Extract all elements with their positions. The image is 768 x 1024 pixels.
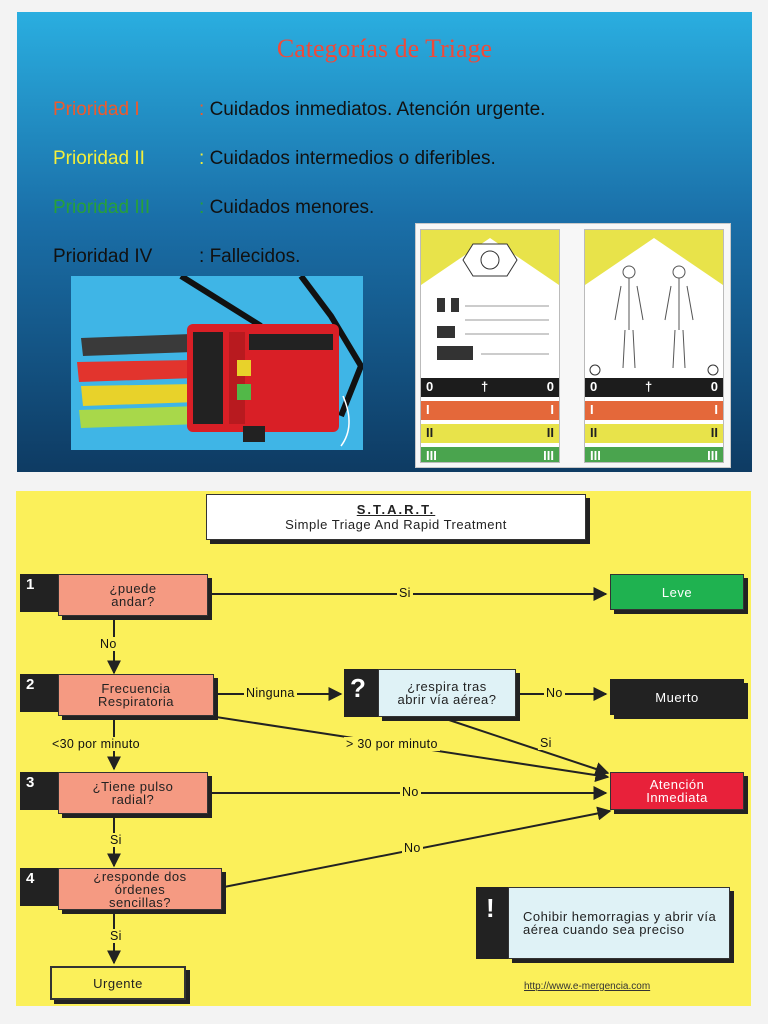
note-box: Cohibir hemorragias y abrir vía aérea cu… — [508, 887, 730, 959]
strip-left: III — [426, 448, 437, 463]
label-mas-30: > 30 por minuto — [344, 737, 440, 751]
priority-sep: : — [199, 99, 205, 120]
question-icon: ? — [344, 669, 378, 717]
strip-right: II — [546, 425, 554, 440]
exclamation-icon: ! — [476, 887, 508, 959]
outcome-urgente: Urgente — [50, 966, 186, 1000]
priority-sep: : — [199, 197, 205, 218]
priority-desc: Cuidados inmediatos. Atención urgente. — [209, 99, 546, 120]
label-si-4: Si — [108, 929, 124, 943]
strip-left: 0 — [426, 379, 434, 394]
priority-sep: : — [199, 148, 205, 169]
strip-right: III — [543, 448, 554, 463]
priority-label: Prioridad II — [53, 148, 145, 169]
outcome-atencion-inmediata: Atención Inmediata — [610, 772, 744, 810]
strip-right: 0 — [546, 379, 554, 394]
priority-label: Prioridad IV — [53, 246, 153, 267]
card-strip-3: III III — [421, 447, 559, 463]
start-title: S.T.A.R.T. — [356, 502, 436, 517]
priority-desc: Cuidados intermedios o diferibles. — [209, 148, 496, 169]
strip-right: II — [710, 425, 718, 440]
strip-left: III — [590, 448, 601, 463]
strip-left: I — [590, 402, 594, 417]
strip-left: 0 — [590, 379, 598, 394]
step-4-box: ¿responde dos órdenes sencillas? — [58, 868, 222, 910]
strip-mid: † — [481, 379, 489, 394]
label-menos-30: <30 por minuto — [50, 737, 142, 751]
priority-desc: Fallecidos. — [209, 246, 301, 267]
priority-row-3: Prioridad III: Cuidados menores. — [53, 197, 374, 219]
triage-categories-slide: Categorías de Triage Prioridad I: Cuidad… — [17, 12, 752, 472]
start-triage-flowchart: S.T.A.R.T. Simple Triage And Rapid Treat… — [16, 491, 751, 1006]
outcome-leve: Leve — [610, 574, 744, 610]
step-3-box: ¿Tiene pulso radial? — [58, 772, 208, 814]
priority-row-1: Prioridad I: Cuidados inmediatos. Atenci… — [53, 99, 545, 121]
priority-desc: Cuidados menores. — [209, 197, 375, 218]
label-si-1: Si — [397, 586, 413, 600]
card-strip-0: 0 † 0 — [421, 378, 559, 397]
strip-right: 0 — [710, 379, 718, 394]
label-si-q: Si — [538, 736, 554, 750]
priority-label: Prioridad I — [53, 99, 140, 120]
source-url[interactable]: http://www.e-mergencia.com — [524, 981, 651, 992]
label-no-q: No — [544, 686, 565, 700]
priority-row-4: Prioridad IV: Fallecidos. — [53, 246, 300, 268]
step-2-box: Frecuencia Respiratoria — [58, 674, 214, 716]
priority-row-2: Prioridad II: Cuidados intermedios o dif… — [53, 148, 496, 170]
step-number-2: 2 — [20, 674, 58, 712]
start-subtitle: Simple Triage And Rapid Treatment — [285, 517, 507, 532]
step-number-3: 3 — [20, 772, 58, 810]
label-si-3: Si — [108, 833, 124, 847]
step-number-1: 1 — [20, 574, 58, 612]
label-no-4: No — [402, 841, 423, 855]
strip-right: III — [707, 448, 718, 463]
strip-right: I — [714, 402, 718, 417]
card-strip-0: 0 † 0 — [585, 378, 723, 397]
label-ninguna: Ninguna — [244, 686, 297, 700]
airway-question-box: ¿respira tras abrir vía aérea? — [378, 669, 516, 717]
step-1-box: ¿puede andar? — [58, 574, 208, 616]
triage-bands-photo — [71, 276, 363, 450]
step-number-4: 4 — [20, 868, 58, 906]
card-strip-2: II II — [421, 424, 559, 443]
strip-left: II — [426, 425, 434, 440]
slide-title: Categorías de Triage — [276, 34, 493, 63]
label-no-3: No — [400, 785, 421, 799]
priority-label: Prioridad III — [53, 197, 151, 218]
strip-right: I — [550, 402, 554, 417]
card-strip-3: III III — [585, 447, 723, 463]
priority-sep: : — [199, 246, 205, 267]
label-no-1: No — [98, 637, 119, 651]
outcome-muerto: Muerto — [610, 679, 744, 715]
strip-left: II — [590, 425, 598, 440]
card-strip-2: II II — [585, 424, 723, 443]
strip-mid: † — [645, 379, 653, 394]
strip-left: I — [426, 402, 430, 417]
start-title-box: S.T.A.R.T. Simple Triage And Rapid Treat… — [206, 494, 586, 540]
